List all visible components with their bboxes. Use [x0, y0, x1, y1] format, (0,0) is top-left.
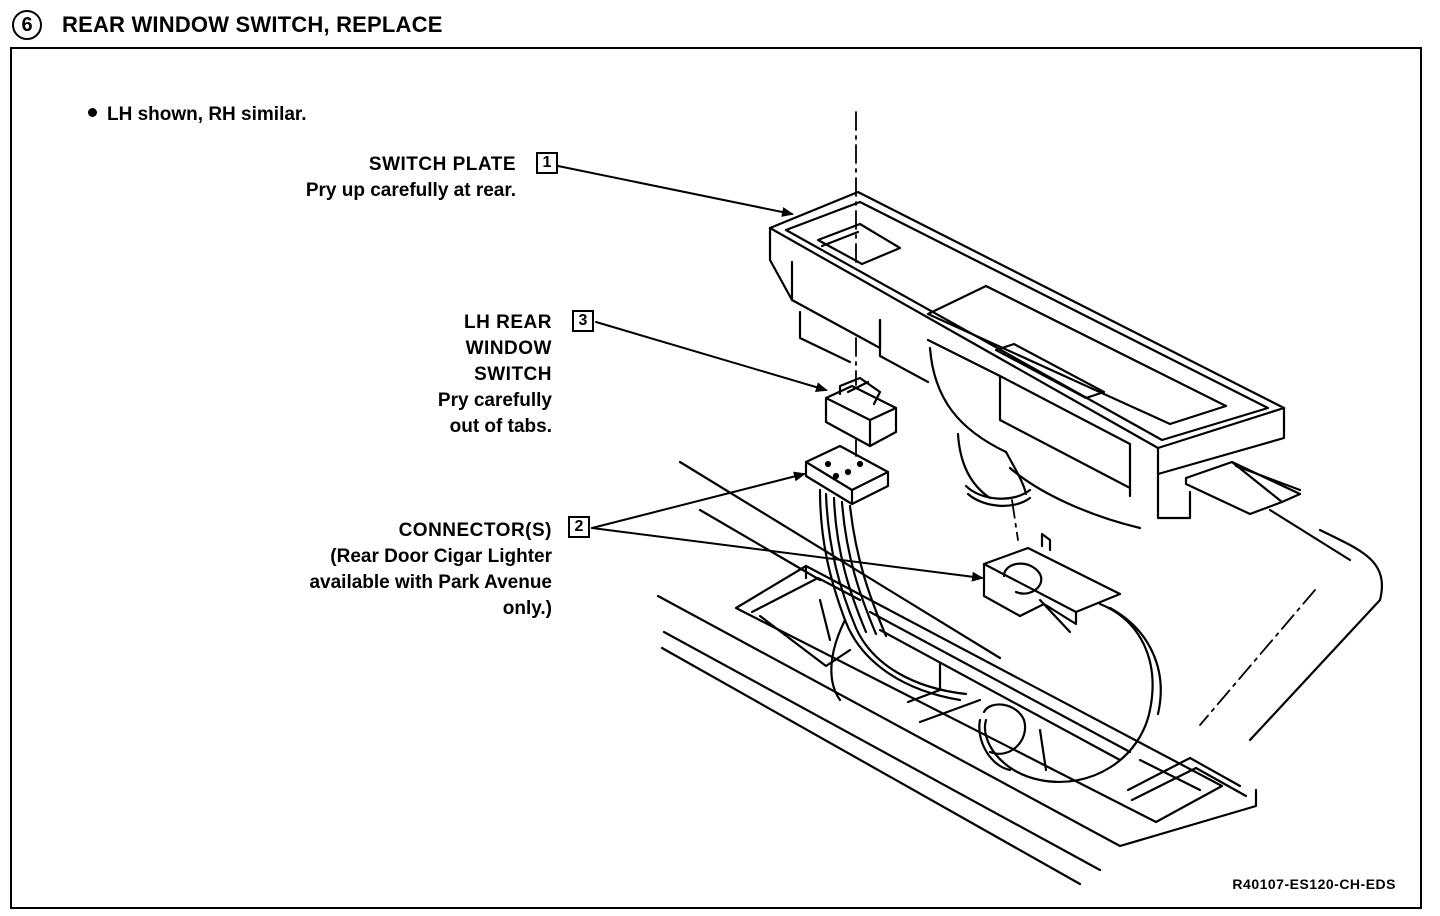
callout-number-3: 3 — [572, 310, 594, 332]
bullet-icon — [88, 108, 97, 118]
callout-connectors-desc-2: available with Park Avenue — [309, 572, 552, 593]
callout-switch-name-1: LH REAR — [464, 312, 552, 333]
callout-rear-window-switch: LH REAR WINDOW SWITCH Pry carefully out … — [438, 310, 552, 440]
switch-plate-shape — [768, 190, 1302, 530]
callout-switch-plate-desc: Pry up carefully at rear. — [305, 180, 516, 201]
note-text: LH shown, RH similar. — [88, 104, 307, 126]
procedure-header: 6 REAR WINDOW SWITCH, REPLACE — [12, 8, 443, 42]
callout-switch-name-3: SWITCH — [474, 364, 552, 385]
callout-connectors-desc-1: (Rear Door Cigar Lighter — [330, 546, 552, 567]
callout-switch-desc-1: Pry carefully — [437, 390, 552, 411]
figure-code: R40107-ES120-CH-EDS — [1232, 876, 1396, 892]
console-base-shape — [656, 460, 1383, 886]
leader-arrows — [557, 165, 984, 582]
procedure-title: REAR WINDOW SWITCH, REPLACE — [62, 12, 443, 37]
centerline — [855, 111, 1316, 726]
window-switch-shape — [824, 376, 898, 448]
callout-connectors: CONNECTOR(S) (Rear Door Cigar Lighter av… — [309, 518, 552, 622]
callout-number-2: 2 — [568, 516, 590, 538]
callout-switch-desc-2: out of tabs. — [449, 416, 552, 437]
callout-switch-plate-name: SWITCH PLATE — [368, 154, 516, 175]
note-label: LH shown, RH similar. — [107, 104, 307, 125]
callout-switch-name-2: WINDOW — [465, 338, 552, 359]
connector-harness-shape — [804, 444, 968, 702]
step-number-badge: 6 — [12, 10, 42, 40]
diagram-frame — [10, 47, 1422, 909]
callout-switch-plate: SWITCH PLATE Pry up carefully at rear. — [306, 152, 516, 204]
callout-number-1: 1 — [536, 152, 558, 174]
callout-connectors-desc-3: only.) — [502, 598, 552, 619]
lighter-connector-shape — [982, 532, 1162, 783]
callout-connectors-name: CONNECTOR(S) — [398, 520, 552, 541]
